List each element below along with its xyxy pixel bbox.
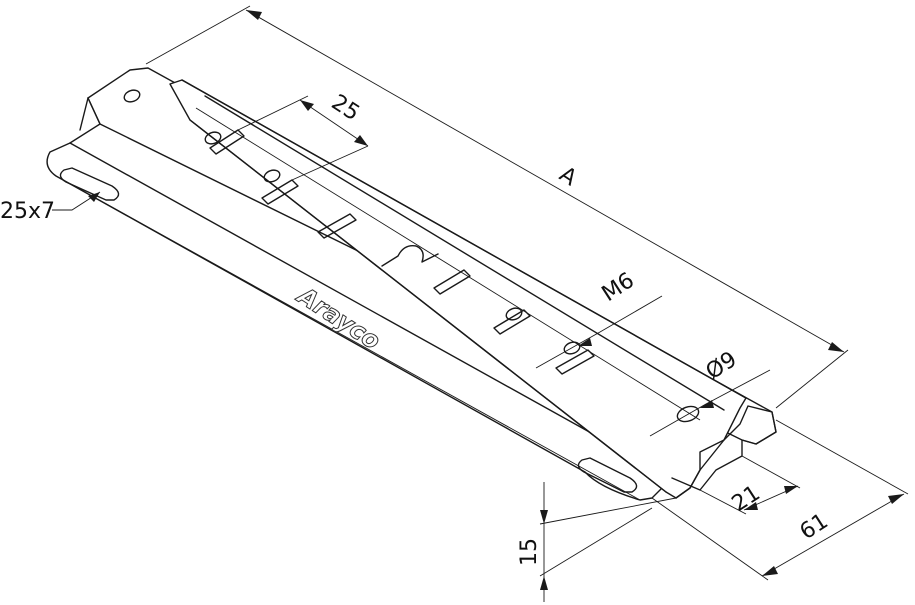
keyhole — [381, 245, 439, 267]
slot-right — [577, 457, 638, 493]
segment-notches — [209, 129, 595, 375]
holes — [123, 89, 700, 423]
slots — [59, 167, 638, 493]
hole-2 — [263, 169, 281, 183]
dim-thread-M6: M6 — [598, 268, 639, 307]
dim-pitch-25: 25 — [327, 90, 364, 126]
bracket-part — [46, 67, 777, 501]
hole-phi9 — [676, 405, 700, 423]
hole-3 — [505, 307, 523, 321]
dim-height-15: 15 — [517, 538, 542, 566]
center-channel — [169, 79, 747, 499]
dim-channel-21: 21 — [728, 481, 765, 517]
end-profile — [671, 405, 777, 499]
slot-left — [59, 167, 120, 201]
dim-length-A: A — [555, 162, 581, 191]
hole-left-flange — [123, 89, 141, 103]
dim-overall-61: 61 — [796, 509, 833, 545]
hole-1 — [204, 131, 222, 145]
dimension-lines — [52, 5, 909, 602]
dim-slot-25x7: 25x7 — [0, 199, 55, 224]
